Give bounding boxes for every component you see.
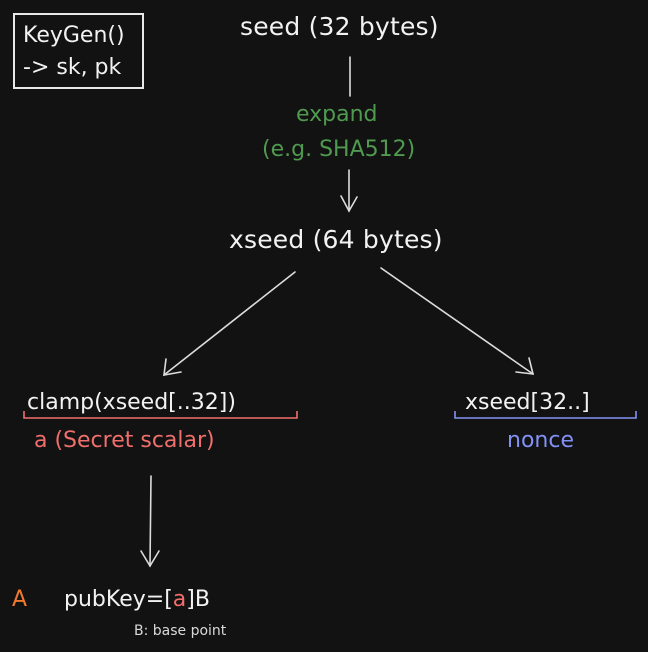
pubkey-symbol: A: [12, 587, 28, 612]
xseed-upper-expression: xseed[32..]: [465, 390, 590, 415]
expand-example: (e.g. SHA512): [262, 137, 416, 162]
xseed-label: xseed (64 bytes): [229, 225, 443, 254]
pubkey-formula: pubKey=[a]B: [64, 587, 210, 612]
expand-to-xseed-arrowhead: [340, 195, 358, 213]
pubkey-suffix: ]B: [186, 587, 210, 612]
pubkey-prefix: pubKey=[: [64, 587, 173, 612]
xseed-to-right-arrowhead: [515, 357, 535, 375]
keygen-title: KeyGen(): [23, 23, 125, 48]
seed-label: seed (32 bytes): [240, 12, 439, 41]
nonce-label: nonce: [507, 428, 574, 453]
clamp-expression: clamp(xseed[..32]): [27, 390, 236, 415]
xseed-to-right-arrow: [380, 267, 534, 375]
secret-to-pubkey-arrowhead: [140, 550, 160, 568]
expand-label: expand: [296, 102, 378, 127]
secret-scalar-label: a (Secret scalar): [34, 428, 215, 453]
xseed-to-left-arrowhead: [163, 358, 182, 376]
nonce-bracket: [454, 411, 637, 419]
keygen-outputs: -> sk, pk: [23, 55, 122, 80]
base-point-note: B: base point: [134, 623, 227, 639]
pubkey-scalar: a: [172, 587, 187, 612]
secret-bracket: [23, 411, 298, 419]
xseed-to-left-arrow: [163, 271, 296, 376]
secret-to-pubkey-arrow: [149, 475, 152, 567]
keygen-box: KeyGen() -> sk, pk: [13, 13, 144, 89]
